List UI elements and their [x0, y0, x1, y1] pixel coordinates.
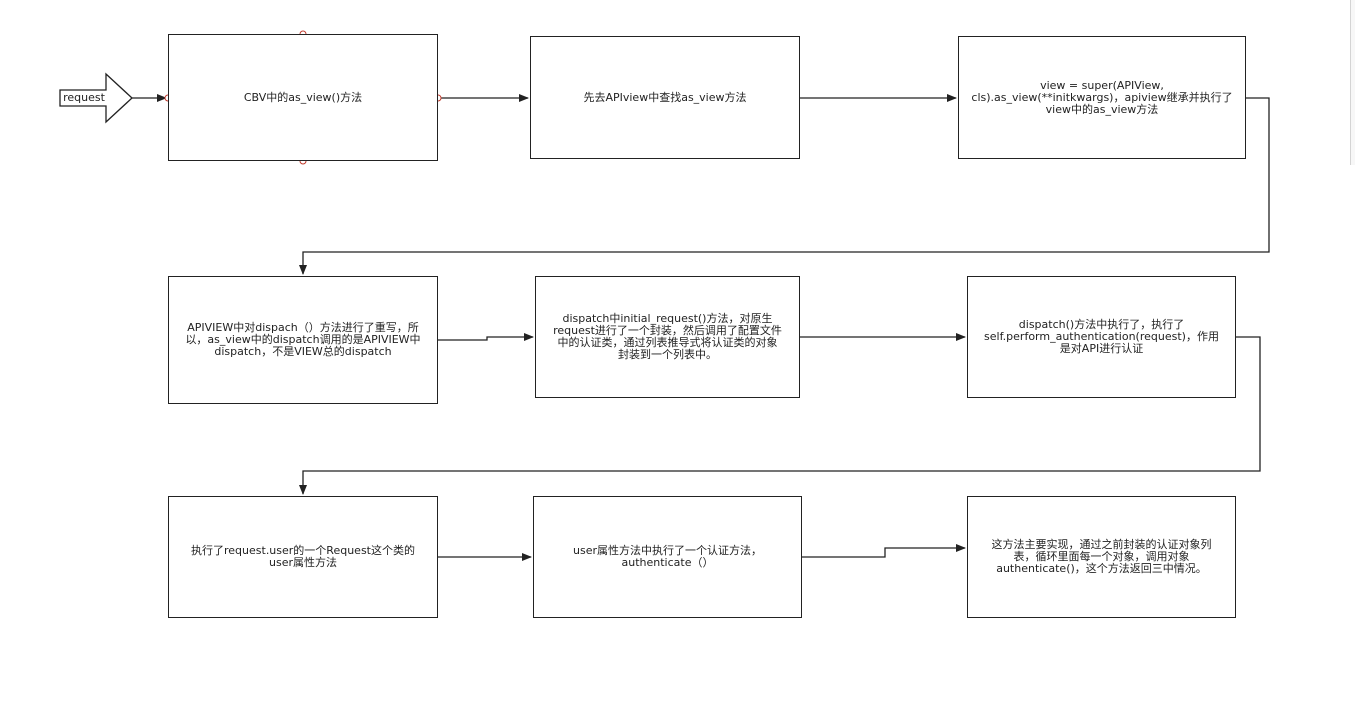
flow-node-text: dispatch()方法中执行了，执行了 self.perform_authen… — [984, 318, 1219, 355]
entry-arrow-label: request — [63, 91, 105, 104]
flow-node-request-user[interactable]: 执行了request.user的一个Request这个类的 user属性方法 — [168, 496, 438, 618]
flow-node-text: dispatch中initial_request()方法，对原生 request… — [553, 312, 782, 361]
flow-node-text: APIVIEW中对dispach（）方法进行了重写，所 以，as_view中的d… — [185, 321, 421, 358]
flow-node-user-property[interactable]: user属性方法中执行了一个认证方法， authenticate（） — [533, 496, 802, 618]
flow-node-text: CBV中的as_view()方法 — [243, 90, 363, 104]
flow-node-text: 先去APIview中查找as_view方法 — [583, 90, 747, 104]
scrollbar[interactable] — [1350, 0, 1355, 165]
flow-node-super-as-view[interactable]: view = super(APIView, cls).as_view(**ini… — [958, 36, 1246, 159]
flow-node-text: 这方法主要实现，通过之前封装的认证对象列 表，循环里面每一个对象，调用对象 au… — [991, 538, 1212, 575]
flow-node-cbv-as-view[interactable]: CBV中的as_view()方法 — [168, 34, 438, 161]
flow-node-authenticate-loop[interactable]: 这方法主要实现，通过之前封装的认证对象列 表，循环里面每一个对象，调用对象 au… — [967, 496, 1236, 618]
edge-n3-n4 — [299, 97, 1270, 275]
flow-node-perform-authentication[interactable]: dispatch()方法中执行了，执行了 self.perform_authen… — [967, 276, 1236, 398]
flow-node-text: view = super(APIView, cls).as_view(**ini… — [971, 78, 1233, 116]
edge-n4-n5 — [438, 333, 534, 341]
edge-n8-n9 — [802, 544, 966, 558]
flow-node-text: user属性方法中执行了一个认证方法， authenticate（） — [573, 544, 762, 569]
flow-node-initial-request[interactable]: dispatch中initial_request()方法，对原生 request… — [535, 276, 800, 398]
flow-node-apiview-lookup[interactable]: 先去APIview中查找as_view方法 — [530, 36, 800, 159]
entry-block-arrow — [59, 72, 133, 124]
flow-node-text: 执行了request.user的一个Request这个类的 user属性方法 — [191, 544, 415, 569]
edge-n6-n7 — [299, 336, 1261, 495]
flow-node-dispatch-override[interactable]: APIVIEW中对dispach（）方法进行了重写，所 以，as_view中的d… — [168, 276, 438, 404]
